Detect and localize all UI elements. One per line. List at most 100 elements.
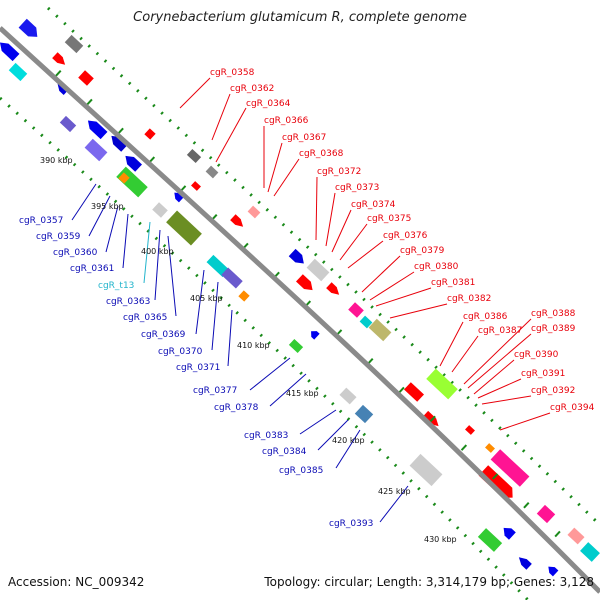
- gene-label-cgR_0383[interactable]: cgR_0383: [244, 431, 288, 441]
- gene-label-cgR_0388[interactable]: cgR_0388: [531, 309, 576, 319]
- reverse-feature[interactable]: [84, 138, 108, 162]
- gene-label-cgR_0381[interactable]: cgR_0381: [431, 278, 475, 288]
- forward-feature[interactable]: [368, 318, 392, 342]
- reverse-feature[interactable]: [354, 404, 374, 424]
- gene-label-cgR_0391[interactable]: cgR_0391: [521, 369, 565, 379]
- gene-label-cgR_0373[interactable]: cgR_0373: [335, 183, 379, 193]
- gene-label-cgR_0359[interactable]: cgR_0359: [36, 232, 81, 242]
- gene-label-cgR_0374[interactable]: cgR_0374: [351, 200, 396, 210]
- gene-label-cgR_0382[interactable]: cgR_0382: [447, 294, 491, 304]
- forward-feature[interactable]: [191, 181, 201, 191]
- forward-feature[interactable]: [186, 148, 202, 164]
- gene-label-cgR_0390[interactable]: cgR_0390: [514, 350, 559, 360]
- leader-line: [249, 357, 291, 391]
- reverse-feature[interactable]: [409, 453, 443, 487]
- forward-feature[interactable]: [52, 52, 68, 67]
- gene-label-cgR_0358[interactable]: cgR_0358: [210, 68, 255, 78]
- gene-label-cgR_0364[interactable]: cgR_0364: [246, 99, 291, 109]
- reverse-feature[interactable]: [8, 62, 28, 82]
- forward-feature[interactable]: [426, 368, 458, 400]
- forward-feature[interactable]: [306, 258, 330, 282]
- reverse-feature[interactable]: [206, 254, 230, 278]
- leader-lines: [71, 77, 551, 523]
- reverse-feature[interactable]: [477, 528, 503, 552]
- gene-label-cgR_0369[interactable]: cgR_0369: [141, 330, 186, 340]
- reverse-feature[interactable]: [166, 210, 202, 246]
- gene-label-cgR_0368[interactable]: cgR_0368: [299, 149, 344, 159]
- gene-label-cgR_0394[interactable]: cgR_0394: [550, 403, 595, 413]
- forward-feature[interactable]: [144, 128, 156, 140]
- reverse-feature[interactable]: [221, 267, 243, 289]
- reverse-feature[interactable]: [152, 202, 168, 218]
- forward-feature[interactable]: [485, 443, 495, 453]
- gene-label-cgR_0366[interactable]: cgR_0366: [264, 116, 309, 126]
- reverse-feature[interactable]: [516, 554, 532, 570]
- reverse-feature[interactable]: [288, 338, 304, 354]
- forward-feature[interactable]: [422, 410, 442, 429]
- reverse-feature[interactable]: [59, 115, 77, 133]
- gene-label-cgR_0385[interactable]: cgR_0385: [279, 466, 323, 476]
- forward-feature[interactable]: [580, 542, 600, 562]
- scale-tick: [554, 530, 561, 538]
- forward-feature[interactable]: [288, 248, 308, 267]
- leader-line: [179, 77, 211, 109]
- leader-line: [339, 223, 368, 261]
- gc-ring-outer: [46, 6, 600, 527]
- forward-feature[interactable]: [567, 527, 585, 545]
- gene-label-cgR_0380[interactable]: cgR_0380: [414, 262, 459, 272]
- forward-feature[interactable]: [490, 449, 530, 487]
- forward-feature[interactable]: [359, 315, 373, 329]
- gene-label-cgR_0363[interactable]: cgR_0363: [106, 297, 150, 307]
- reverse-feature[interactable]: [85, 117, 108, 140]
- scale-tick: [429, 415, 436, 423]
- reverse-feature[interactable]: [118, 172, 130, 184]
- gene-label-cgR_0387[interactable]: cgR_0387: [478, 326, 522, 336]
- gene-label-cgR_0392[interactable]: cgR_0392: [531, 386, 575, 396]
- forward-feature[interactable]: [18, 18, 42, 41]
- forward-feature[interactable]: [465, 425, 475, 435]
- reverse-feature[interactable]: [0, 39, 20, 62]
- gene-label-cgR_0389[interactable]: cgR_0389: [531, 324, 576, 334]
- gene-label-cgR_0375[interactable]: cgR_0375: [367, 214, 411, 224]
- gene-label-cgR_0367[interactable]: cgR_0367: [282, 133, 326, 143]
- gene-label-cgR_0372[interactable]: cgR_0372: [317, 167, 361, 177]
- forward-feature[interactable]: [536, 504, 556, 524]
- gene-label-cgR_0393[interactable]: cgR_0393: [329, 519, 373, 529]
- forward-feature[interactable]: [348, 302, 364, 318]
- forward-feature[interactable]: [78, 70, 94, 86]
- gene-label-cgR_0370[interactable]: cgR_0370: [158, 347, 203, 357]
- reverse-feature[interactable]: [116, 166, 148, 198]
- gene-label-cgR_0371[interactable]: cgR_0371: [176, 363, 220, 373]
- leader-line: [335, 429, 361, 469]
- gene-label-cgR_0386[interactable]: cgR_0386: [463, 312, 508, 322]
- reverse-feature[interactable]: [546, 564, 559, 577]
- gene-label-cgR_0378[interactable]: cgR_0378: [214, 403, 259, 413]
- forward-feature[interactable]: [404, 382, 424, 402]
- gene-label-cgR_0376[interactable]: cgR_0376: [383, 231, 428, 241]
- leader-line: [467, 333, 532, 389]
- gene-label-cgR_0379[interactable]: cgR_0379: [400, 246, 445, 256]
- gene-label-cgR_0362[interactable]: cgR_0362: [230, 84, 274, 94]
- leader-line: [267, 142, 283, 193]
- forward-feature[interactable]: [296, 274, 316, 294]
- reverse-feature[interactable]: [108, 132, 128, 152]
- gene-label-cgR_0377[interactable]: cgR_0377: [193, 386, 237, 396]
- gene-label-cgR_0384[interactable]: cgR_0384: [262, 447, 307, 457]
- forward-feature[interactable]: [205, 165, 219, 179]
- gene-label-cgR_0360[interactable]: cgR_0360: [53, 248, 98, 258]
- map-title: Corynebacterium glutamicum R, complete g…: [133, 10, 467, 25]
- forward-feature[interactable]: [326, 282, 342, 297]
- reverse-feature[interactable]: [308, 328, 320, 340]
- forward-feature[interactable]: [64, 34, 84, 54]
- reverse-feature[interactable]: [238, 290, 250, 302]
- gene-label-cgR_t13[interactable]: cgR_t13: [98, 281, 134, 291]
- forward-feature[interactable]: [247, 205, 261, 219]
- reverse-feature[interactable]: [500, 524, 516, 540]
- forward-feature[interactable]: [230, 214, 246, 229]
- reverse-feature[interactable]: [122, 152, 142, 172]
- reverse-feature[interactable]: [339, 387, 357, 405]
- gene-label-cgR_0357[interactable]: cgR_0357: [19, 216, 63, 226]
- forward-feature[interactable]: [478, 465, 518, 503]
- gene-label-cgR_0365[interactable]: cgR_0365: [123, 313, 167, 323]
- gene-label-cgR_0361[interactable]: cgR_0361: [70, 264, 114, 274]
